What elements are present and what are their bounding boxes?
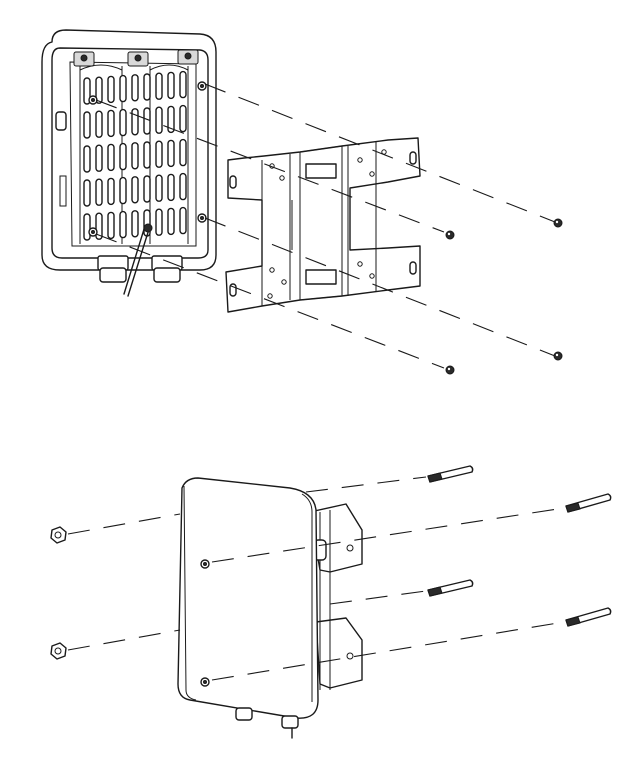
heatsink-fin: [95, 110, 103, 138]
heatsink-fin: [107, 75, 115, 104]
alignment-lines-step1: [95, 83, 556, 369]
heatsink-fin: [155, 72, 163, 100]
step-attach-bracket: [41, 29, 563, 375]
top-connectors: [73, 49, 199, 67]
heatsink-fin: [179, 70, 187, 99]
heatsink-fin: [167, 105, 175, 134]
heatsink-fin: [155, 174, 163, 202]
hex-nut: [50, 526, 67, 544]
cable-entry: [143, 223, 153, 233]
heatsink-fin: [143, 175, 151, 203]
heatsink-fin: [179, 172, 187, 201]
bracket-screws: [445, 218, 563, 375]
heatsink-fin: [107, 109, 115, 138]
screw: [553, 351, 563, 361]
heatsink-fin: [119, 176, 127, 205]
screw: [553, 218, 563, 228]
heatsink-fin: [179, 104, 187, 133]
hex-nuts: [50, 526, 67, 660]
heatsink-fin: [119, 142, 127, 171]
heatsink-fin: [179, 138, 187, 167]
heatsink-fin: [179, 206, 187, 235]
alignment-lines-step2: [67, 476, 565, 681]
wall-anchor: [565, 493, 612, 513]
mounting-bracket: [225, 137, 421, 313]
wall-anchor: [427, 579, 474, 597]
heatsink-fin: [143, 73, 151, 101]
heatsink-fin: [119, 108, 127, 137]
heatsink-fin: [155, 106, 163, 134]
wall-anchors: [427, 465, 612, 627]
heatsink-fin: [131, 142, 139, 170]
heatsink-fin: [131, 74, 139, 102]
heatsink-fin: [119, 74, 127, 103]
heatsink-fin: [167, 207, 175, 236]
wall-anchor: [427, 465, 474, 483]
screw: [445, 365, 455, 375]
screw: [445, 230, 455, 240]
heatsink-fin: [143, 107, 151, 135]
side-slot: [59, 175, 67, 207]
heatsink-fin: [83, 213, 91, 241]
ethernet-cable: [127, 225, 151, 297]
heatsink-fin: [131, 210, 139, 238]
heatsink-fin: [167, 173, 175, 202]
heatsink-fin: [107, 143, 115, 172]
heatsink-fin: [83, 77, 91, 105]
step-mount-to-wall: [50, 465, 612, 739]
heatsink-fin: [131, 108, 139, 136]
access-point-back: [41, 29, 217, 297]
access-point-front: [177, 477, 319, 739]
heatsink-fin: [95, 76, 103, 104]
heatsink-fin: [167, 139, 175, 168]
heatsink-fin: [143, 141, 151, 169]
heatsink-fin: [155, 140, 163, 168]
bracket-screw-holes: [267, 149, 387, 299]
heatsink-fins: [83, 70, 187, 241]
heatsink-fin: [167, 71, 175, 100]
heatsink-fin: [83, 145, 91, 173]
housing-screws: [88, 81, 207, 237]
bracket-side-view: [309, 503, 363, 690]
heatsink-fin: [95, 178, 103, 206]
heatsink-fin: [119, 210, 127, 239]
heatsink-fin: [95, 144, 103, 172]
cable-glands: [97, 255, 183, 283]
side-knob: [55, 111, 67, 131]
heatsink-fin: [155, 208, 163, 236]
heatsink-fin: [107, 177, 115, 206]
heatsink-fin: [131, 176, 139, 204]
heatsink-fin: [83, 179, 91, 207]
heatsink-fin: [107, 211, 115, 240]
heatsink-fin: [83, 111, 91, 139]
wall-anchor: [565, 607, 612, 627]
hex-nut: [50, 642, 67, 660]
